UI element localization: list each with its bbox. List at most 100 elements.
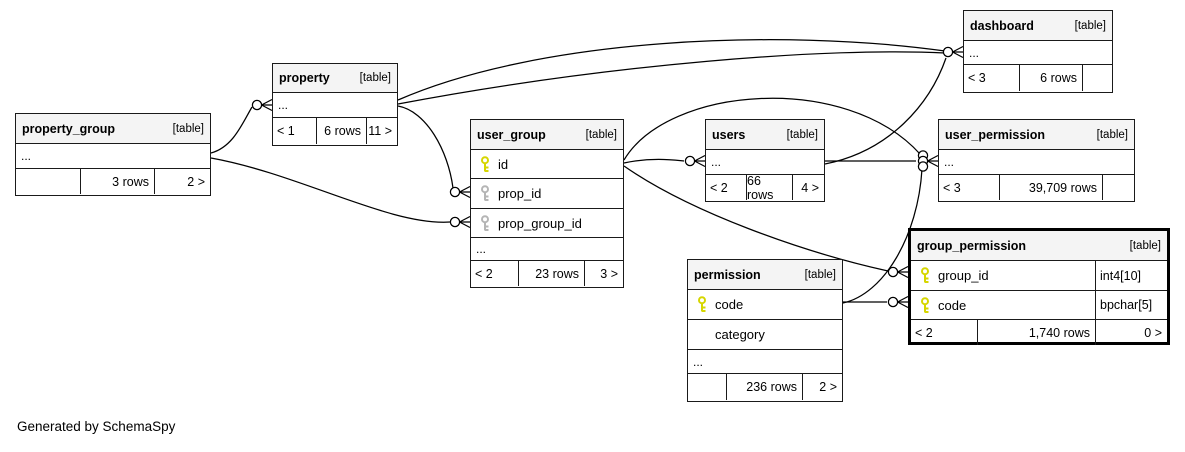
table-title[interactable]: property [279, 71, 330, 85]
table-title[interactable]: permission [694, 267, 761, 282]
column-label: ... [21, 149, 32, 163]
column-row-category: category [688, 320, 842, 350]
table-header: property_group[table] [16, 114, 210, 144]
column-row-code: code bpchar[5] [911, 291, 1167, 320]
column-label: ... [693, 354, 704, 369]
column-row-code: code [688, 290, 842, 320]
column-label: code [715, 297, 744, 312]
table-title[interactable]: user_permission [945, 127, 1046, 142]
parent-count: < 3 [968, 71, 986, 85]
foreign-key-icon [480, 185, 489, 201]
crowfoot-connector [449, 185, 471, 199]
key-icon-slot [688, 296, 715, 313]
table-title[interactable]: dashboard [970, 18, 1034, 33]
hidden-columns-row: ... [471, 238, 623, 261]
table-title[interactable]: user_group [477, 127, 546, 142]
edge-user_group-id-user_permission [623, 97, 921, 161]
edge-property_group-property [210, 106, 253, 154]
child-count [1102, 175, 1134, 200]
row-count: 236 rows [726, 374, 802, 400]
column-label: prop_id [498, 186, 542, 201]
row-count: 23 rows [518, 261, 584, 286]
edge-user_group-id-group_permission-group_id [623, 165, 889, 272]
edge-property-dashboard [397, 51, 946, 105]
table-header: user_group [table] [471, 120, 623, 150]
table-permission[interactable]: permission [table] code category... 236 rows… [687, 259, 843, 402]
parent-count: < 1 [277, 124, 295, 138]
column-label: ... [969, 45, 980, 60]
primary-key-icon [920, 296, 929, 313]
primary-key-icon [697, 296, 706, 312]
column-row-prop_id: prop_id [471, 179, 623, 209]
column-type: bpchar[5] [1095, 291, 1167, 319]
edge-property_group-user_group-prop_group_id [210, 157, 451, 223]
table-user_group[interactable]: user_group [table] id prop_id prop_group_id.… [470, 119, 624, 288]
child-count: 3 > [584, 261, 623, 286]
column-row-id: id [471, 150, 623, 179]
key-icon-slot [471, 155, 498, 173]
table-title[interactable]: users [712, 127, 746, 142]
column-row-prop_group_id: prop_group_id [471, 209, 623, 238]
row-count: 3 rows [80, 169, 154, 194]
key-icon-slot [911, 296, 938, 314]
primary-key-icon [480, 155, 489, 172]
edge-permission-code-user_permission [842, 168, 923, 304]
child-count: 11 > [366, 118, 397, 144]
column-label: ... [476, 242, 487, 256]
hidden-columns-row: ... [964, 41, 1112, 65]
column-label: prop_group_id [498, 215, 582, 231]
column-label: ... [944, 155, 955, 169]
crowfoot-connector [887, 265, 909, 279]
primary-key-icon [920, 267, 929, 283]
table-tag: [table] [1096, 128, 1128, 141]
table-tag: [table] [585, 128, 617, 141]
crowfoot-connector [917, 150, 939, 172]
child-count: 0 > [1095, 320, 1167, 345]
hidden-columns-row: ... [273, 93, 397, 118]
column-label: code [938, 297, 967, 313]
crowfoot-connector [251, 98, 273, 112]
parent-count: < 2 [915, 325, 933, 340]
row-count: 1,740 rows [977, 320, 1095, 345]
table-title[interactable]: property_group [22, 121, 116, 136]
hidden-columns-row: ... [16, 144, 210, 169]
table-tag: [table] [804, 268, 836, 281]
column-label: group_id [938, 268, 989, 283]
crowfoot-connector [887, 295, 909, 309]
table-header: users [table] [706, 120, 824, 150]
child-count [1082, 65, 1112, 91]
column-label: id [498, 156, 509, 172]
edge-user_group-id-users [623, 158, 685, 164]
edge-property-user_group-prop_id [397, 105, 454, 189]
table-header: permission [table] [688, 260, 842, 290]
key-icon-slot [471, 185, 498, 202]
key-icon-slot [911, 267, 938, 284]
edge-users-dashboard [824, 57, 947, 165]
generator-note: Generated by SchemaSpy [17, 419, 176, 434]
foreign-key-icon [480, 214, 489, 231]
child-count: 4 > [792, 175, 824, 200]
table-title[interactable]: group_permission [917, 238, 1027, 253]
column-label: ... [711, 155, 722, 169]
table-header: group_permission[table] [911, 231, 1167, 261]
parent-count: < 2 [475, 266, 493, 281]
table-tag: [table] [786, 128, 818, 141]
column-label: ... [278, 98, 289, 112]
parent-count: < 3 [943, 180, 961, 195]
child-count: 2 > [154, 169, 210, 194]
table-tag: [table] [359, 72, 391, 84]
child-count: 2 > [802, 374, 842, 400]
